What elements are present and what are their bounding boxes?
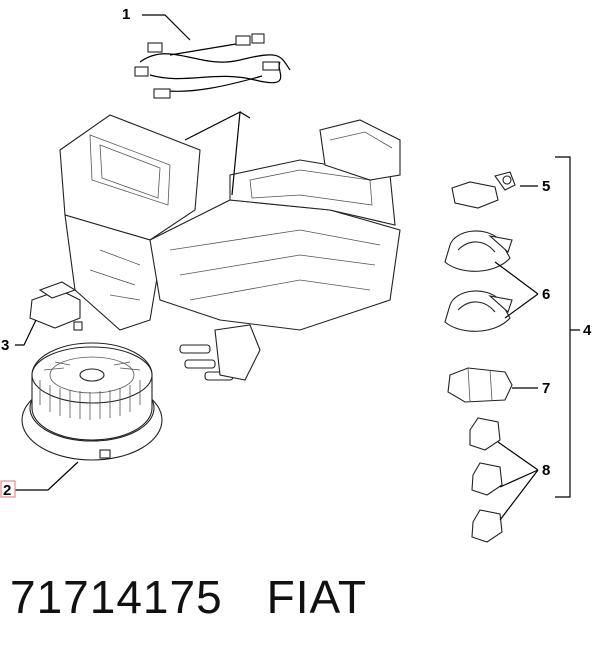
clamp-part-6b [444,290,513,332]
callout-2-highlight [0,480,16,498]
wiring-harness [134,33,291,99]
callout-6: 6 [542,286,550,303]
part-caption: 71714175 FIAT [10,570,367,624]
callout-2: 2 [3,482,11,499]
clips-part-8 [469,417,539,543]
blower-resistor [15,281,83,346]
bracket-part-7 [447,367,538,403]
callout-4: 4 [583,322,592,339]
callout-3: 3 [1,337,9,354]
hvac-housing [59,114,401,381]
leader-lines-1 [142,14,251,196]
part-number: 71714175 [10,571,223,623]
leader-lines-6 [494,261,539,319]
callout-8: 8 [542,462,550,479]
parts-diagram: 1 2 3 4 5 6 7 8 [0,6,592,543]
clip-part-5 [451,171,538,209]
blower-motor [15,342,163,491]
group-bracket-4 [555,156,580,498]
clamp-part-6a [444,230,513,272]
callout-7: 7 [542,380,550,397]
callout-1: 1 [122,6,130,23]
brand-name: FIAT [266,571,367,623]
callout-5: 5 [542,178,550,195]
